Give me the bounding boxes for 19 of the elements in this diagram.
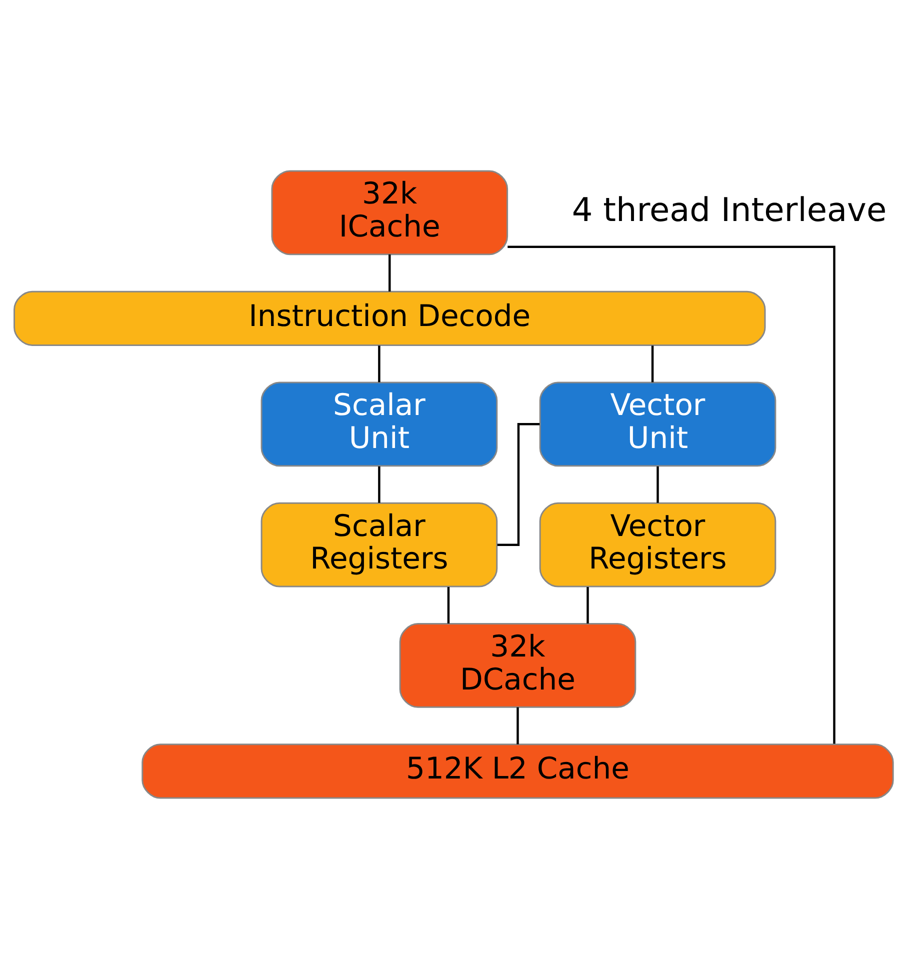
- connector: [388, 254, 391, 292]
- node-box: Instruction Decode: [14, 290, 766, 346]
- connector: [508, 246, 836, 744]
- node-box: 32k ICache: [271, 170, 508, 256]
- connector: [378, 466, 380, 503]
- node-box: 512K L2 Cache: [142, 744, 894, 799]
- label: 4 thread Interleave: [572, 191, 887, 230]
- connector: [651, 346, 654, 382]
- connector: [447, 587, 450, 624]
- connector: [378, 346, 380, 382]
- connector: [656, 466, 659, 503]
- connector: [586, 587, 589, 624]
- node-box: Vector Registers: [539, 502, 776, 588]
- connector: [497, 423, 540, 546]
- node-box: 32k DCache: [399, 623, 636, 708]
- connector: [516, 707, 519, 744]
- node-box: Vector Unit: [539, 382, 776, 467]
- node-box: Scalar Registers: [260, 502, 498, 588]
- node-box: Scalar Unit: [260, 382, 498, 467]
